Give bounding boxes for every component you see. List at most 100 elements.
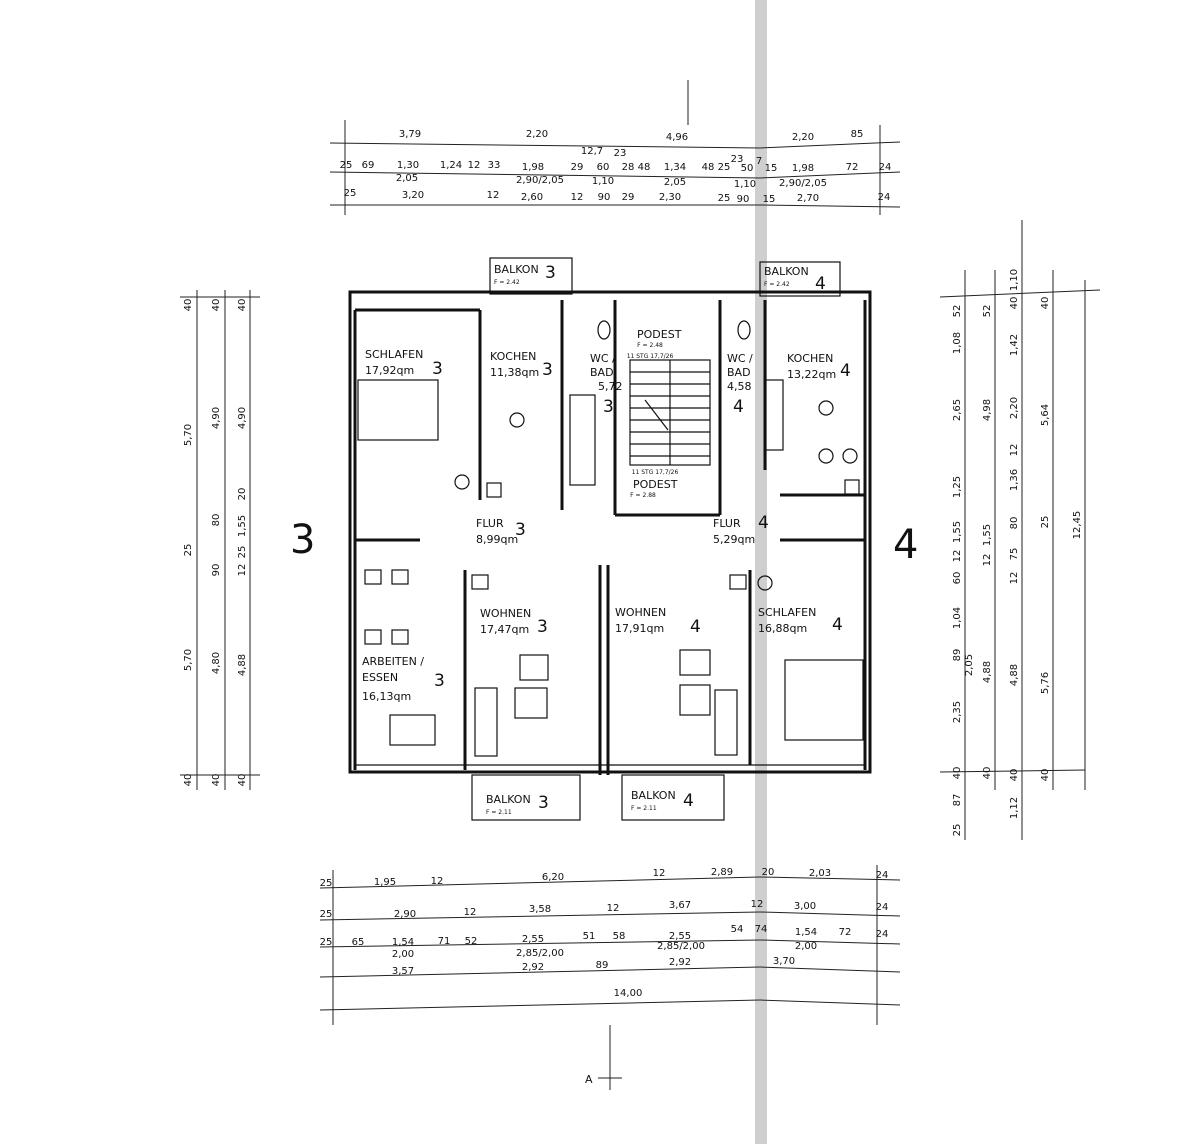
dimension-label: 1,08 — [952, 332, 963, 354]
dimension-label: 25 — [952, 824, 963, 837]
dimension-label: 12,7 — [581, 146, 603, 157]
stairs-note: 11 STG 17,7/26 — [632, 469, 679, 476]
dimension-label: 80 — [211, 514, 222, 527]
room-name: BALKON — [764, 265, 809, 278]
dimension-label: 4,80 — [211, 652, 222, 674]
dimension-label: 2,70 — [797, 193, 819, 204]
dimension-label: 25 — [718, 162, 731, 173]
dimension-label: 48 — [638, 162, 651, 173]
dimension-label: 58 — [613, 931, 626, 942]
dimension-label: 60 — [952, 572, 963, 585]
dimension-label: 72 — [839, 927, 852, 938]
dimension-label: 40 — [1009, 769, 1020, 782]
dimension-label: 24 — [876, 870, 889, 881]
dimension-label: 1,54 — [392, 937, 414, 948]
dimension-label: 2,89 — [711, 867, 733, 878]
room-name: PODEST — [637, 328, 682, 341]
dimension-label: 14,00 — [614, 988, 643, 999]
dimension-label: 2,90 — [394, 909, 416, 920]
dimension-label: 5,70 — [183, 424, 194, 446]
room-area: 17,47qm — [480, 623, 529, 636]
dimension-label: 1,10 — [734, 179, 756, 190]
room-area: 17,92qm — [365, 364, 414, 377]
dimension-label: 51 — [583, 931, 596, 942]
dimension-label: 1,55 — [237, 515, 248, 537]
dimension-label: 1,95 — [374, 877, 396, 888]
room-unit: 4 — [758, 513, 769, 533]
dimension-label: 33 — [488, 160, 501, 171]
room-name: BAD — [590, 366, 614, 379]
dimension-label: 2,92 — [522, 962, 544, 973]
room-area: F = 2.11 — [631, 805, 657, 812]
dimension-label: 2,20 — [526, 129, 548, 140]
room-area: F = 2.11 — [486, 809, 512, 816]
dim-lines-bottom — [319, 865, 901, 1090]
unit-number-left: 3 — [290, 517, 315, 563]
room-wc-bad-3: WC /BAD 5,723 — [590, 352, 623, 417]
dimension-label: 4,96 — [666, 132, 688, 143]
dimension-label: 5,70 — [183, 649, 194, 671]
dimension-label: 2,30 — [659, 192, 681, 203]
dimension-label: 1,04 — [952, 607, 963, 629]
room-name: BALKON — [494, 263, 539, 276]
dimension-label: 4,88 — [237, 654, 248, 676]
dimension-label: 3,70 — [773, 956, 795, 967]
dimension-label: 4,90 — [237, 407, 248, 429]
dimension-label: 1,55 — [952, 521, 963, 543]
room-name: KOCHEN — [787, 352, 833, 365]
room-area: 17,91qm — [615, 622, 664, 635]
room-area: 8,99qm — [476, 533, 518, 546]
room-name: SCHLAFEN — [758, 606, 816, 619]
dimension-label: 2,85/2,00 — [657, 941, 705, 952]
dimension-label: 2,35 — [952, 701, 963, 723]
dimension-label: 29 — [571, 162, 584, 173]
dimension-label: 2,03 — [809, 868, 831, 879]
dimension-label: 1,98 — [522, 162, 544, 173]
dimension-label: 2,00 — [392, 949, 414, 960]
dimension-label: 1,34 — [664, 162, 686, 173]
dimension-label: 12 — [1009, 572, 1020, 585]
stairs — [629, 359, 711, 466]
dimension-label: 23 — [614, 148, 627, 159]
dimension-label: 4,88 — [982, 661, 993, 683]
room-area: F = 2.48 — [637, 342, 663, 349]
dimension-label: 4,88 — [1009, 664, 1020, 686]
room-unit: 4 — [690, 617, 701, 637]
dimension-label: 52 — [982, 305, 993, 318]
dimension-label: 1,10 — [592, 176, 614, 187]
dimension-label: 12 — [751, 899, 764, 910]
dimension-label: 60 — [597, 162, 610, 173]
dimension-label: 2,55 — [669, 931, 691, 942]
dimension-label: 40 — [982, 767, 993, 780]
dimension-label: 25 — [320, 937, 333, 948]
dimension-label: 1,55 — [982, 524, 993, 546]
dimension-label: 12 — [237, 564, 248, 577]
dimension-label: 2,65 — [952, 399, 963, 421]
dimension-label: 12 — [571, 192, 584, 203]
room-unit: 3 — [515, 520, 526, 540]
dimension-label: 3,20 — [402, 190, 424, 201]
dimension-label: 12 — [1009, 444, 1020, 457]
dimension-label: 1,25 — [952, 476, 963, 498]
dimension-label: 12 — [982, 554, 993, 567]
room-name: KOCHEN — [490, 350, 536, 363]
dimension-label: 4,90 — [211, 407, 222, 429]
dimension-label: 20 — [762, 867, 775, 878]
dimension-label: 71 — [438, 936, 451, 947]
dimension-label: 1,54 — [795, 927, 817, 938]
room-area: 16,13qm — [362, 690, 411, 703]
room-unit: 4 — [683, 791, 694, 811]
dimension-label: 25 — [1040, 516, 1051, 529]
